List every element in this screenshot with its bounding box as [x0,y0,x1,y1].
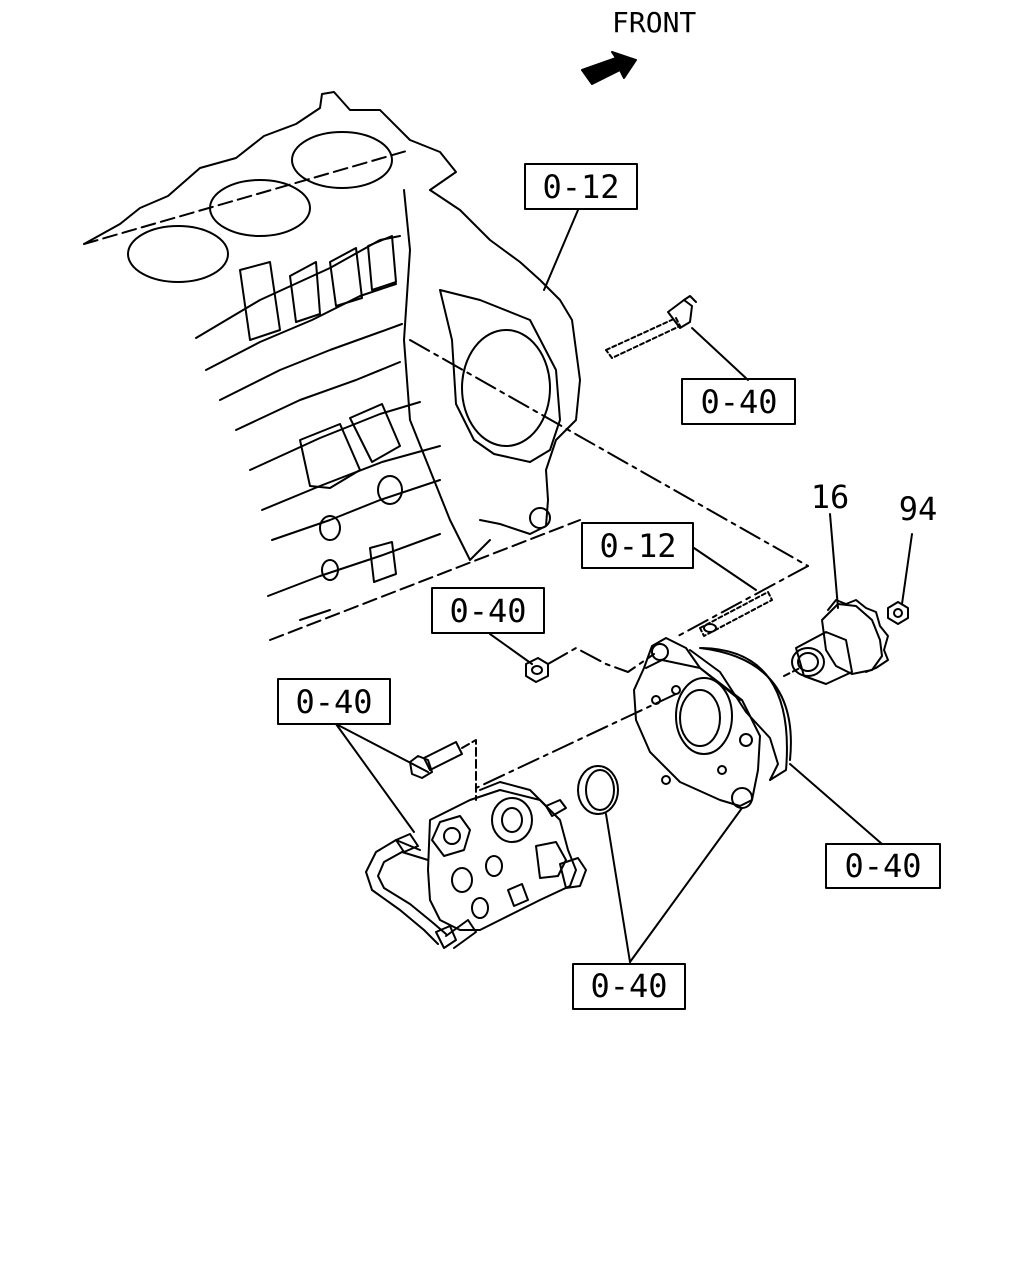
callout-block-upper: 0-12 [542,168,619,206]
callout-stud-mid: 0-12 [599,527,676,565]
callout-box-block-upper [524,163,638,210]
leader-gear [829,513,839,609]
stud-bolt [699,591,773,637]
callout-box-bolt-upper [681,378,796,425]
callout-box-oring-bottom [572,963,686,1010]
callout-nut-left: 0-40 [449,592,526,630]
leader-nut-small [901,533,913,605]
part-number-nut-small: 94 [899,490,938,528]
bore-3 [291,131,393,189]
flange-housing [633,637,792,809]
cylinder-block [83,91,581,641]
leader-flange-right [789,763,883,845]
drive-gear [791,599,889,685]
small-nut-right [887,601,909,625]
part-number-gear: 16 [811,478,850,516]
leader-pump-bolt-2 [335,723,429,773]
callout-box-stud-mid [581,522,694,569]
leader-block-upper [543,209,579,291]
leader-flange-bottom [629,807,743,963]
front-label: FRONT [612,6,696,39]
small-nut-left [525,657,549,683]
callout-pump-bolts: 0-40 [295,683,372,721]
callout-flange-right: 0-40 [844,847,921,885]
upper-bolt [605,295,697,359]
bore-1 [127,225,229,283]
leader-oring [605,813,631,963]
leader-nut-left [489,633,533,665]
o-ring [577,765,619,815]
centerline-main [409,339,809,567]
callout-oring-bottom: 0-40 [590,967,667,1005]
high-pressure-pump [365,781,587,949]
leader-bolt-upper [691,327,749,381]
bore-2 [209,179,311,237]
front-arrow-icon [581,51,637,85]
callout-box-pump-bolts [277,678,391,725]
leader-pump-bolt-1 [335,723,415,833]
callout-box-nut-left [431,587,545,634]
pump-bolt [409,739,477,801]
leader-stud-mid [693,547,757,591]
callout-bolt-upper: 0-40 [700,383,777,421]
